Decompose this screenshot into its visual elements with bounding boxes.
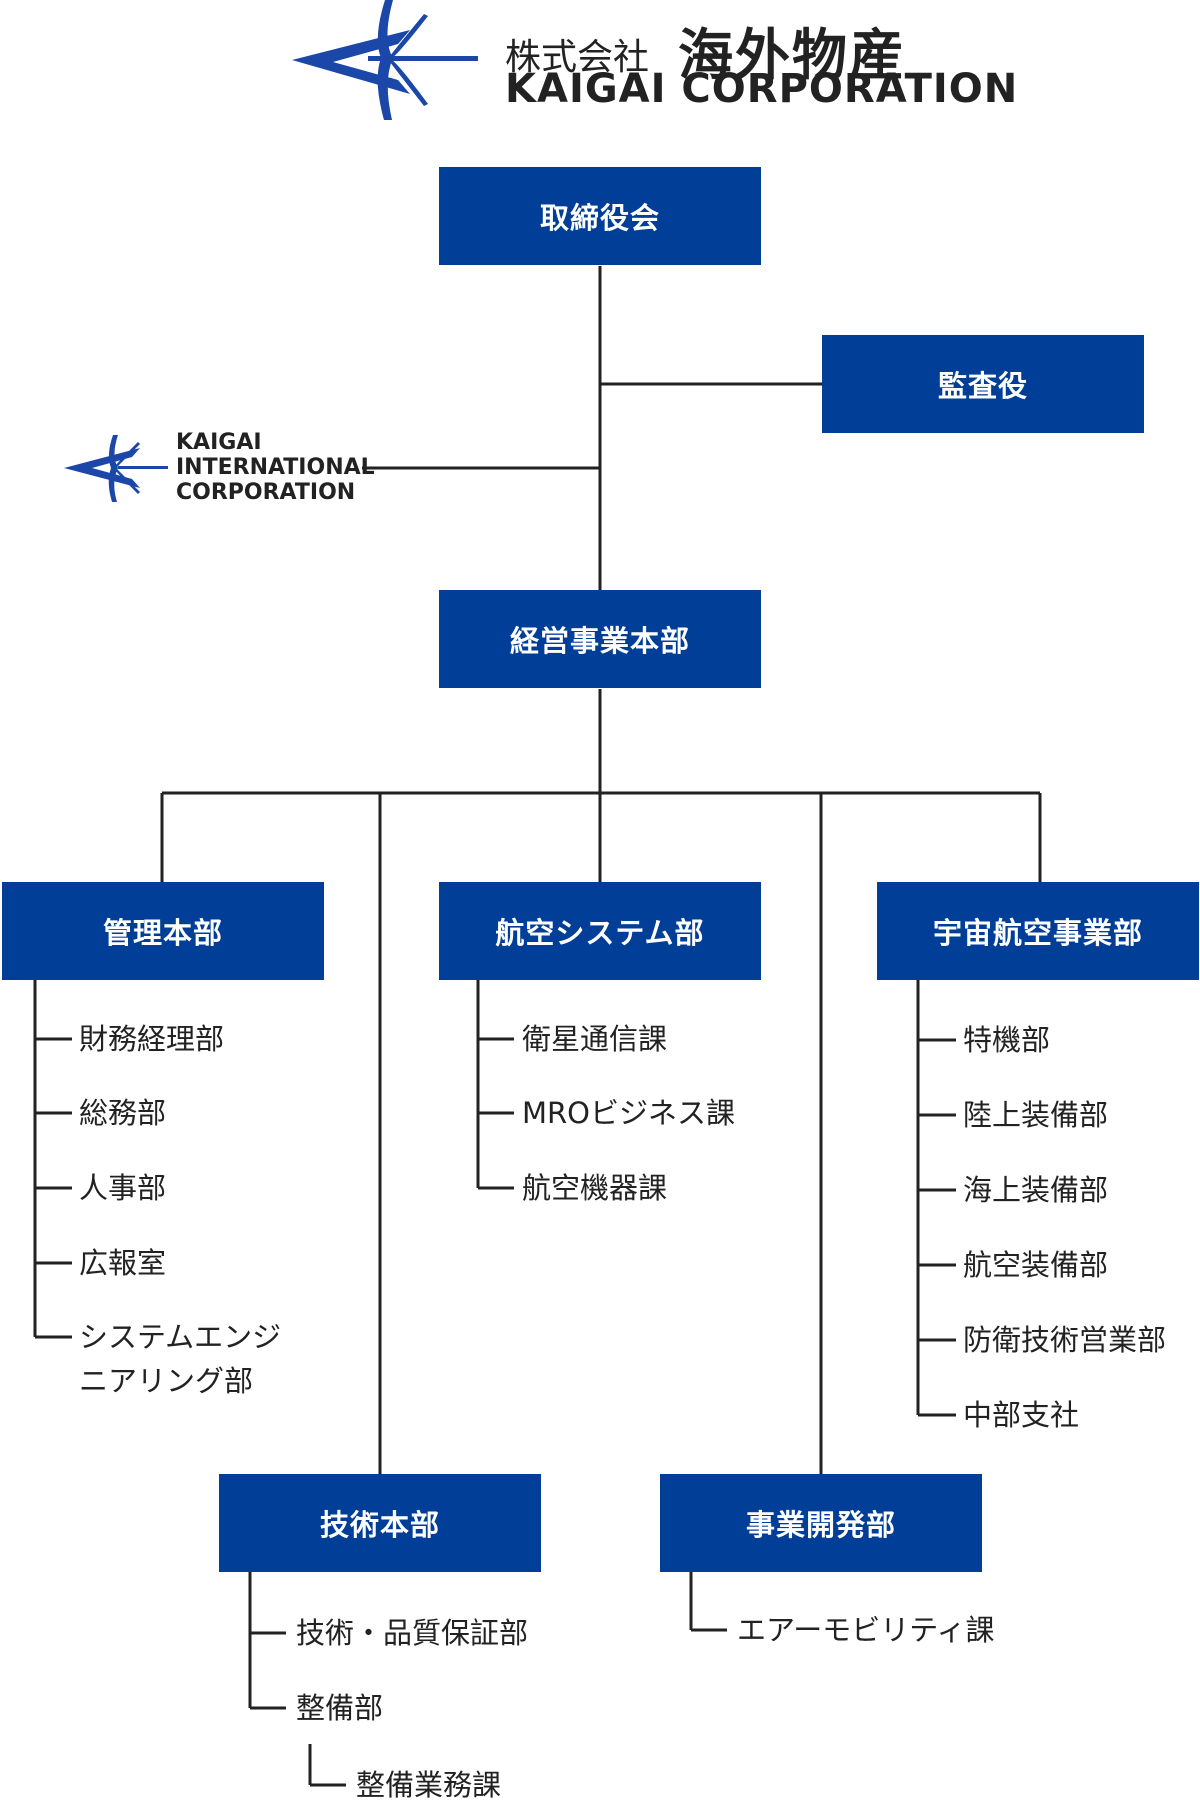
admin-unit-system-eng-line2: ニアリング部 bbox=[79, 1364, 254, 1398]
space-unit-special: 特機部 bbox=[963, 1023, 1051, 1057]
tech-unit-quality: 技術・品質保証部 bbox=[296, 1616, 529, 1650]
kaigai-logo-mark bbox=[292, 0, 478, 120]
aviation-unit-satcom: 衛星通信課 bbox=[522, 1022, 668, 1056]
company-name-jp: 海外物産 bbox=[678, 23, 907, 87]
space-unit-defense-sales: 防衛技術営業部 bbox=[963, 1323, 1167, 1357]
auditor-box: 監査役 bbox=[822, 335, 1144, 433]
company-name-prefix: 株式会社 bbox=[505, 37, 650, 78]
affiliate-name-line3: CORPORATION bbox=[176, 480, 356, 505]
aerospace-business-box: 宇宙航空事業部 bbox=[877, 882, 1199, 980]
space-unit-chubu-branch: 中部支社 bbox=[963, 1398, 1080, 1432]
aviation-unit-equipment: 航空機器課 bbox=[522, 1171, 668, 1205]
admin-unit-hr: 人事部 bbox=[79, 1171, 167, 1205]
affiliate-name-line1: KAIGAI bbox=[176, 430, 262, 455]
executive-division-box: 経営事業本部 bbox=[439, 590, 761, 688]
admin-division-box: 管理本部 bbox=[2, 882, 324, 980]
space-unit-ground: 陸上装備部 bbox=[963, 1098, 1109, 1132]
space-unit-air: 航空装備部 bbox=[963, 1248, 1109, 1282]
kaigai-international-logo-mark bbox=[64, 435, 168, 502]
admin-unit-system-eng-line1: システムエンジ bbox=[79, 1320, 282, 1354]
affiliate-name-line2: INTERNATIONAL bbox=[176, 455, 375, 480]
admin-unit-finance: 財務経理部 bbox=[79, 1022, 225, 1056]
business-development-box: 事業開発部 bbox=[660, 1474, 982, 1572]
aviation-systems-box: 航空システム部 bbox=[439, 882, 761, 980]
aviation-unit-mro: MROビジネス課 bbox=[522, 1096, 735, 1130]
bizdev-unit-air-mobility: エアーモビリティ課 bbox=[737, 1613, 995, 1647]
tech-unit-maintenance: 整備部 bbox=[296, 1691, 384, 1725]
technology-division-box: 技術本部 bbox=[219, 1474, 541, 1572]
admin-unit-general-affairs: 総務部 bbox=[79, 1096, 167, 1130]
board-of-directors-box: 取締役会 bbox=[439, 167, 761, 265]
space-unit-maritime: 海上装備部 bbox=[963, 1173, 1109, 1207]
tech-subunit-maintenance-ops: 整備業務課 bbox=[356, 1768, 502, 1802]
company-name-en: KAIGAI CORPORATION bbox=[505, 66, 1019, 112]
admin-unit-pr: 広報室 bbox=[79, 1246, 167, 1280]
